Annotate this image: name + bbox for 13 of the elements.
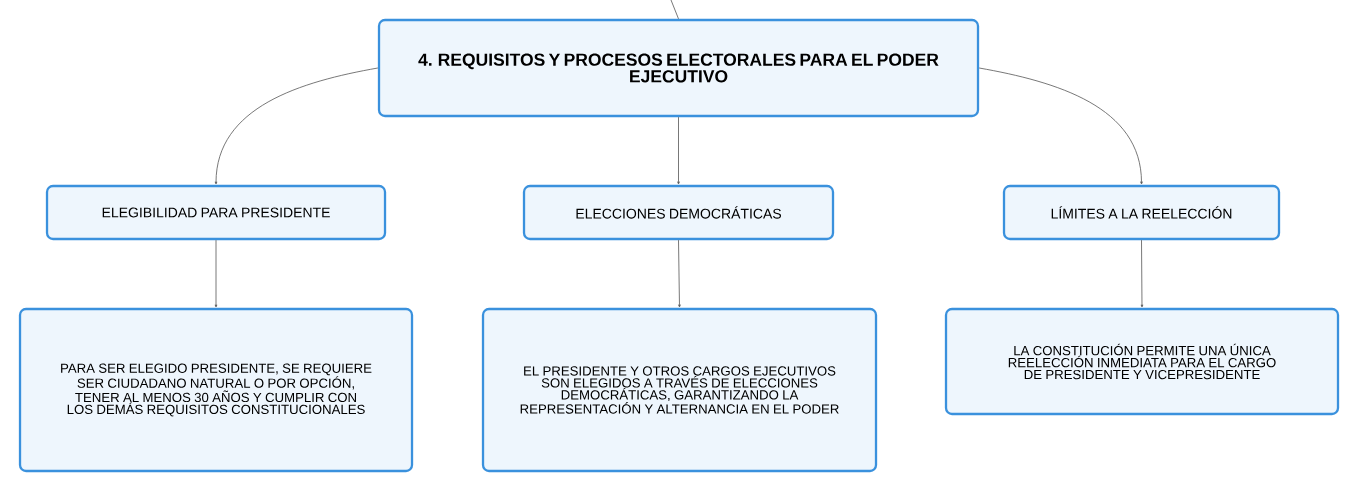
subtopic-box: LÍMITES A LA REELECCIÓN	[1002, 184, 1281, 241]
detail-box: PARA SER ELEGIDO PRESIDENTE, SE REQUIERE SER CIUDADANO NATURAL O POR OPCIÓN, TENER AL MENOS 30 AÑOS Y CUMPLIR CON LOS DEMÁS REQUISITOS CONSTITUCIONALES	[18, 307, 414, 473]
connector-arrow	[214, 239, 218, 308]
connector-arrow	[1140, 239, 1144, 308]
detail-box: LA CONSTITUCIÓN PERMITE UNA ÚNICA REELECCIÓN INMEDIATA PARA EL CARGO DE PRESIDENTE Y VICEPRESIDENTE	[944, 307, 1340, 416]
subtopic-box: ELEGIBILIDAD PARA PRESIDENTE	[45, 184, 387, 241]
connector-arrow	[677, 116, 680, 185]
connector-arrow	[214, 67, 379, 185]
topic-box: 4. REQUISITOS Y PROCESOS ELECTORALES PARA EL PODER EJECUTIVO	[377, 18, 980, 118]
connector-arrow	[678, 239, 681, 308]
connector-arrow	[978, 67, 1143, 185]
detail-box: EL PRESIDENTE Y OTROS CARGOS EJECUTIVOS SON ELEGIDOS A TRAVÉS DE ELECCIONES DEMOCRÁTICAS, GARANTIZANDO LA REPRESENTACIÓN Y ALTERNANCIA EN EL PODER	[481, 307, 878, 473]
subtopic-box: ELECCIONES DEMOCRÁTICAS	[522, 184, 835, 241]
